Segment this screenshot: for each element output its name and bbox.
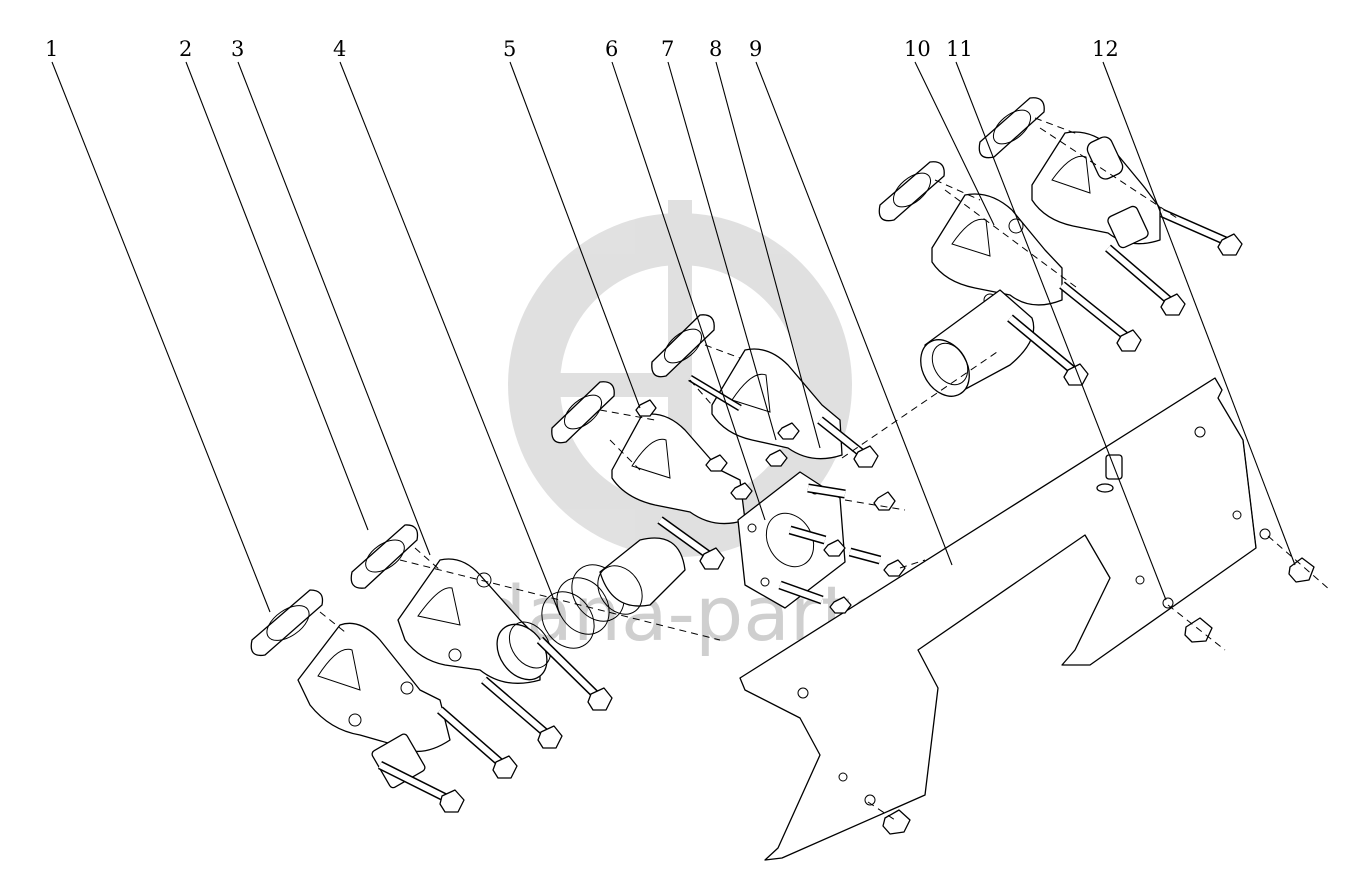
- callout-label: 6: [605, 37, 618, 61]
- stud: [788, 525, 827, 545]
- callout-label: 9: [749, 37, 762, 61]
- stud: [657, 516, 725, 570]
- manifold-section-middle: [611, 413, 746, 525]
- gasket-2: [350, 524, 419, 589]
- bolt: [1105, 244, 1186, 316]
- callout-label: 4: [333, 37, 346, 61]
- gasket-10: [878, 161, 945, 222]
- bolt: [481, 676, 563, 749]
- bolt: [1160, 208, 1243, 256]
- callout-label: 11: [946, 37, 973, 61]
- bolt: [377, 760, 465, 813]
- bracket-bolt: [867, 801, 911, 835]
- callout-label: 2: [179, 37, 192, 61]
- gasket-5: [551, 381, 615, 444]
- gasket-6: [651, 314, 715, 378]
- stud: [778, 580, 824, 605]
- callout-label: 8: [709, 37, 722, 61]
- stud: [817, 416, 879, 468]
- callout-labels: 1 2 3 4 5 6 7 8 9 10 11 12: [45, 37, 1119, 61]
- callout-label: 12: [1092, 37, 1119, 61]
- stud: [688, 374, 742, 412]
- bracket-bolt: [1167, 604, 1226, 651]
- bolt: [536, 636, 613, 711]
- manifold-section-right-2: [1031, 131, 1161, 249]
- manifold-section-left: [297, 622, 451, 789]
- bolt: [1059, 281, 1142, 352]
- nut: [635, 399, 906, 614]
- callout-label: 7: [661, 37, 674, 61]
- bolt: [437, 706, 518, 779]
- mounting-bracket: [739, 377, 1271, 861]
- leader-lines: [51, 61, 1296, 616]
- callout-label: 3: [231, 37, 244, 61]
- gasket-1: [250, 589, 324, 657]
- flange-plate: [737, 471, 846, 609]
- alignment-lines: [319, 117, 1181, 641]
- bracket-bolt: [1267, 535, 1331, 591]
- outlet-pipe: [920, 289, 1035, 397]
- sleeve: [597, 537, 686, 615]
- gasket-11: [978, 97, 1045, 159]
- callout-label: 5: [503, 37, 516, 61]
- coupling-ring: [496, 621, 552, 681]
- callout-label: 1: [45, 37, 58, 61]
- bolt: [1007, 314, 1089, 386]
- callout-label: 10: [904, 37, 931, 61]
- manifold-section-middle-2: [711, 348, 843, 460]
- stud: [807, 483, 846, 499]
- stud: [848, 547, 882, 565]
